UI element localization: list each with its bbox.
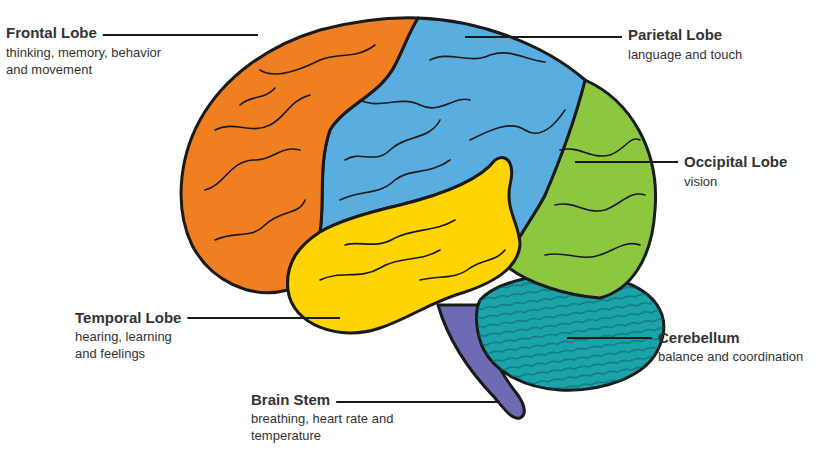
part-name: Parietal Lobe bbox=[628, 26, 722, 44]
part-function: vision bbox=[684, 173, 804, 190]
leader-line bbox=[336, 401, 500, 403]
part-name: Brain Stem bbox=[251, 391, 330, 409]
part-function: breathing, heart rate and temperature bbox=[251, 410, 396, 444]
leader-line bbox=[465, 36, 622, 38]
leader-line bbox=[575, 161, 678, 163]
part-function: hearing, learning and feelings bbox=[75, 328, 193, 362]
leader-line bbox=[567, 337, 652, 339]
part-function: language and touch bbox=[628, 46, 798, 63]
part-name: Temporal Lobe bbox=[75, 309, 181, 327]
part-name: Frontal Lobe bbox=[6, 24, 97, 42]
part-function: balance and coordination bbox=[658, 348, 833, 365]
part-function: thinking, memory, behavior and movement bbox=[6, 44, 176, 78]
leader-line bbox=[187, 317, 340, 319]
temporal-shape bbox=[288, 158, 520, 333]
part-name: Cerebellum bbox=[658, 329, 740, 347]
part-name: Occipital Lobe bbox=[684, 153, 787, 171]
leader-line bbox=[103, 34, 258, 36]
